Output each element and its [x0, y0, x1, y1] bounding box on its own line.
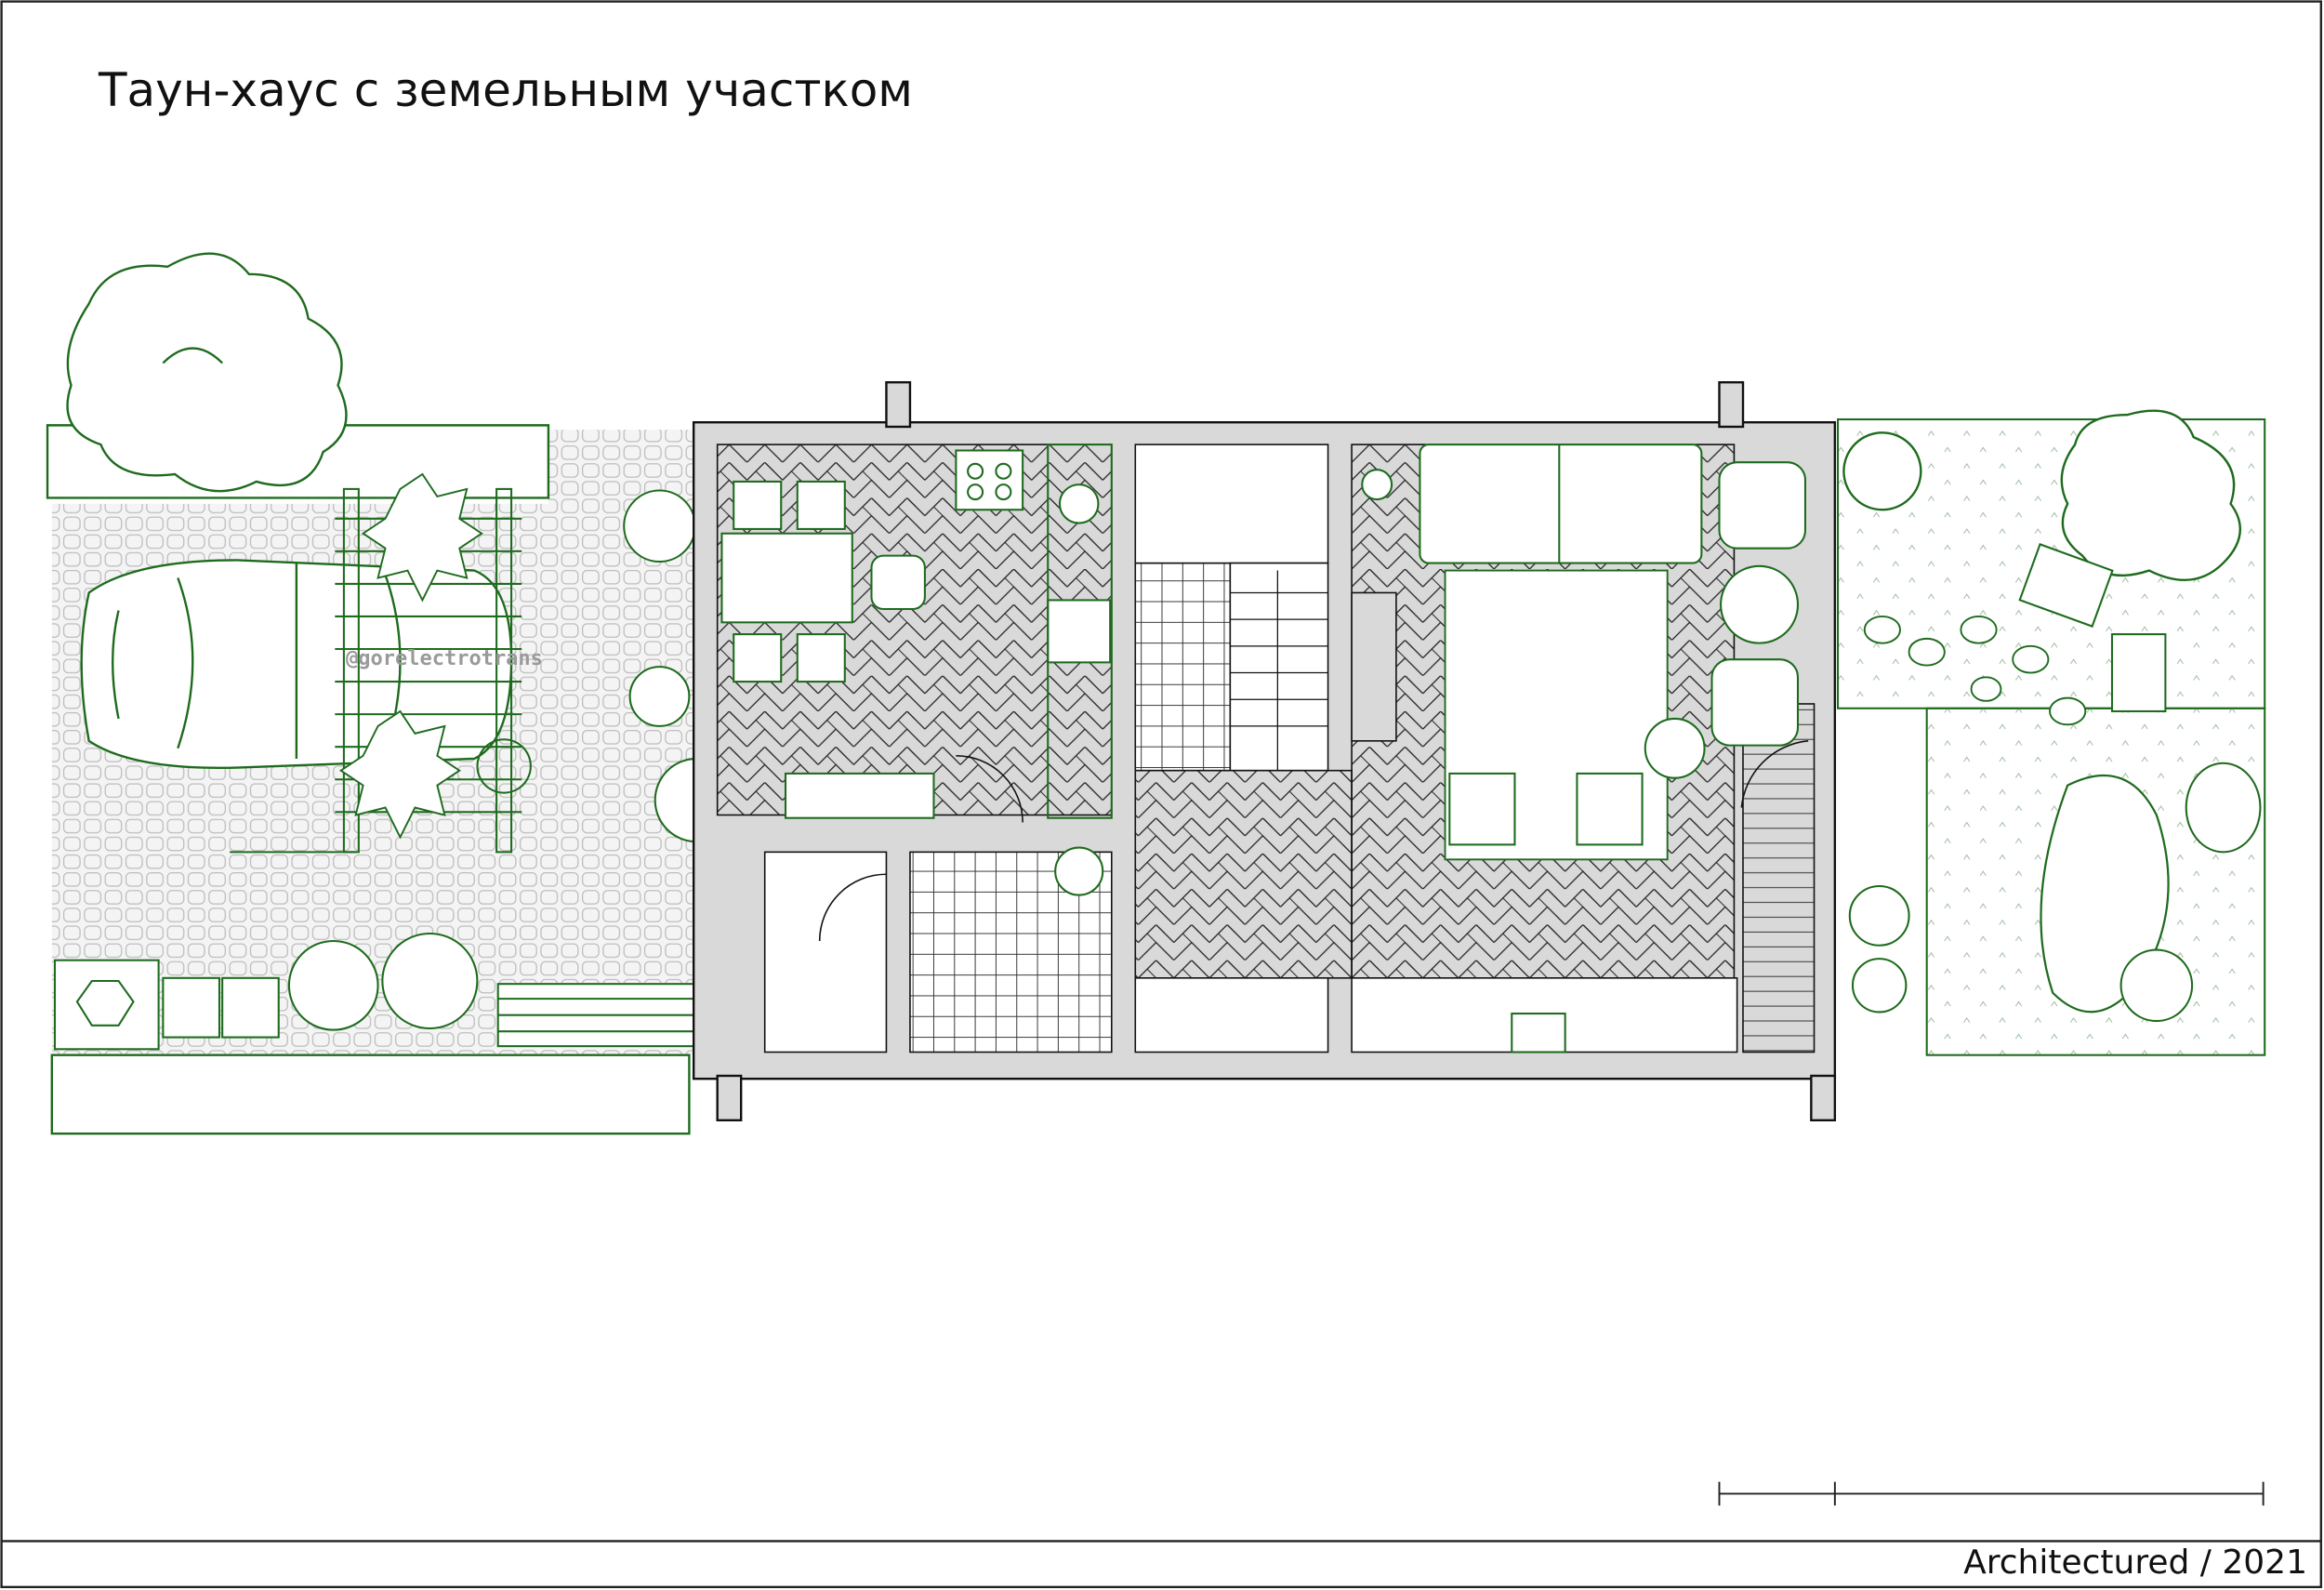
sink-icon [1047, 599, 1112, 664]
watermark: @gorelectrotrans [346, 647, 543, 670]
scale-bar [1718, 1481, 2265, 1506]
garden-chairs [162, 976, 280, 1039]
stair-treads [1230, 570, 1328, 771]
plant-icon [361, 472, 483, 603]
stepping-stones [1863, 616, 2087, 726]
tree-icon [2060, 409, 2241, 581]
bottom-storage [1134, 977, 1329, 1053]
hall-floor [1134, 769, 1353, 979]
house-plan [692, 380, 1837, 1122]
doors [818, 740, 1809, 941]
hedge-bottom [50, 1053, 691, 1135]
entry-closet [763, 851, 888, 1053]
kitchen-counter [1047, 444, 1113, 819]
back-garden [1837, 409, 2266, 1056]
armchair [870, 554, 926, 611]
side-table [1720, 564, 1800, 644]
garden-benches [2018, 543, 2167, 712]
tree-icon [66, 252, 348, 493]
dining-table [720, 532, 853, 624]
living-furniture [1361, 444, 1807, 1053]
storage-top [1134, 444, 1329, 564]
stairs [1229, 562, 1329, 772]
sofa [784, 772, 935, 819]
armchair [1576, 772, 1644, 846]
terrace-deck [1742, 703, 1816, 1053]
page-title: Таун-хаус с земельным участком [99, 63, 914, 117]
record-player [1511, 1013, 1566, 1053]
plant-icon [338, 709, 461, 840]
bench [496, 983, 706, 1048]
armchair [1710, 658, 1800, 747]
armchair [1448, 772, 1516, 846]
armchair [1718, 461, 1807, 550]
planter-box [53, 959, 160, 1051]
front-yard [46, 252, 764, 1135]
fire-pit [1842, 431, 1922, 511]
bathroom [1134, 562, 1232, 772]
footer-credit: Architectured / 2021 [1963, 1544, 2307, 1582]
stove-icon [955, 449, 1024, 511]
kitchen-furniture [720, 444, 1113, 896]
sofa [1419, 444, 1703, 564]
kitchen-floor [716, 444, 1113, 816]
